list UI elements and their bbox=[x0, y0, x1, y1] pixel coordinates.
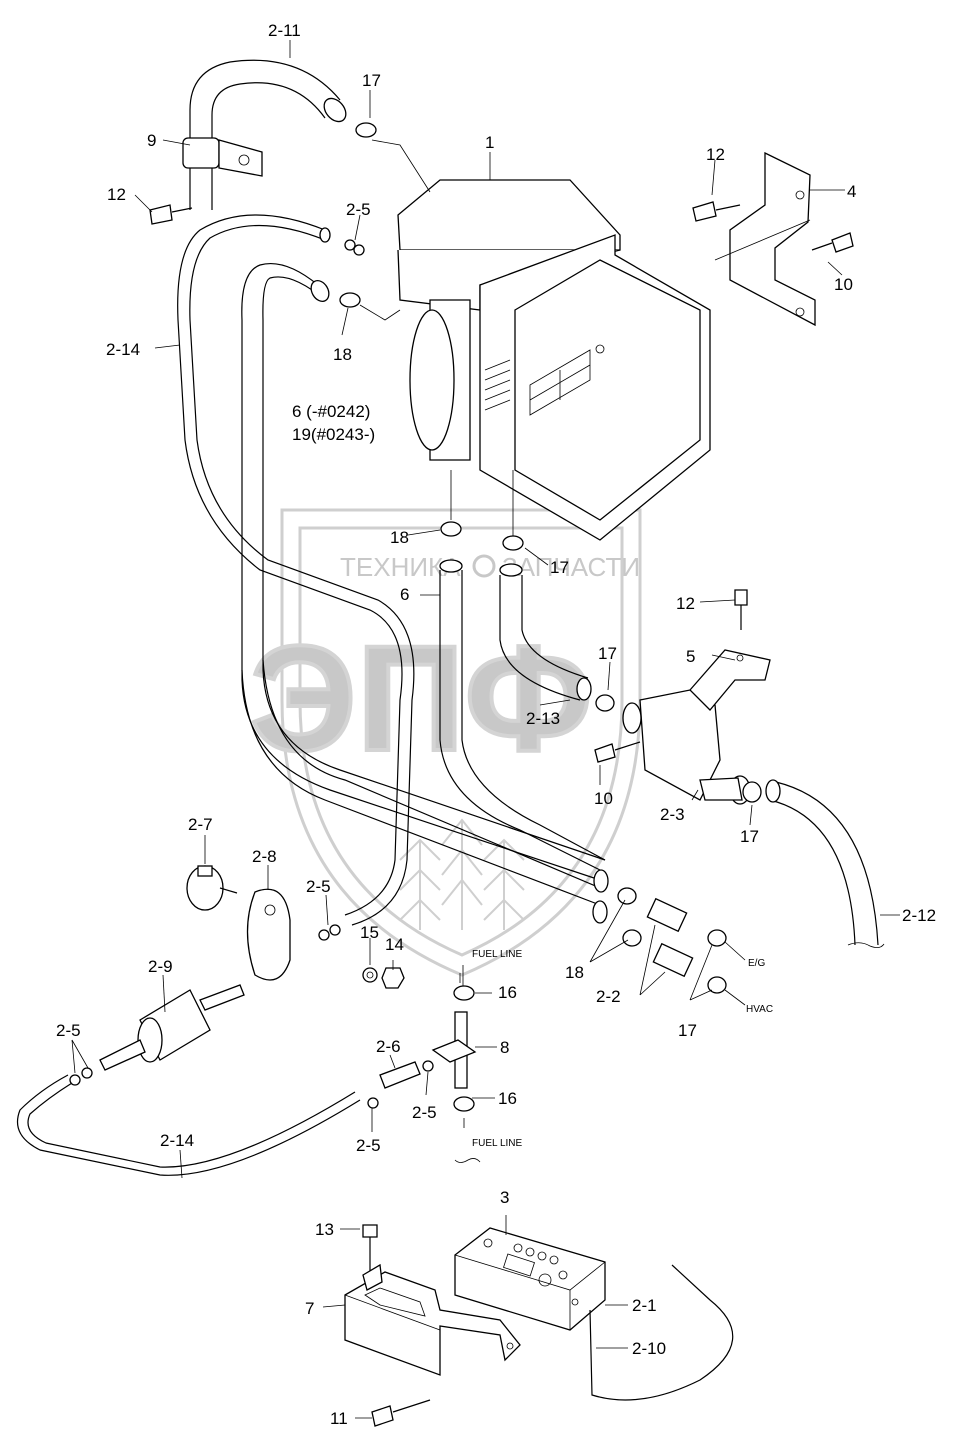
callout-12-mid: 12 bbox=[676, 594, 695, 613]
callout-13: 13 bbox=[315, 1220, 334, 1239]
callout-2-6: 2-6 bbox=[376, 1037, 401, 1056]
bracket-5 bbox=[689, 649, 771, 711]
hose-6-19-upper bbox=[241, 227, 609, 924]
hose-6-mid bbox=[439, 559, 606, 871]
callout-17-top: 17 bbox=[362, 71, 381, 90]
fuel-filter-2-9 bbox=[99, 984, 245, 1071]
watermark-wheat-icon bbox=[399, 818, 525, 930]
callout-2-3: 2-3 bbox=[660, 805, 685, 824]
fuel-line-2-14-lower bbox=[16, 1074, 361, 1176]
callout-2-5-left: 2-5 bbox=[56, 1021, 81, 1040]
callout-17-low: 17 bbox=[740, 827, 759, 846]
callout-2-5-low1: 2-5 bbox=[412, 1103, 437, 1122]
callout-4: 4 bbox=[847, 182, 856, 201]
callout-10-right: 10 bbox=[834, 275, 853, 294]
callout-2-13: 2-13 bbox=[526, 709, 560, 728]
leader-lines bbox=[71, 40, 900, 1419]
hose-2-14-upper bbox=[177, 214, 415, 926]
controller-2-1 bbox=[454, 1227, 606, 1331]
callout-12-right: 12 bbox=[706, 145, 725, 164]
callout-6-mid: 6 bbox=[400, 585, 409, 604]
callout-15: 15 bbox=[360, 923, 379, 942]
callout-9: 9 bbox=[147, 131, 156, 150]
callout-11: 11 bbox=[330, 1409, 348, 1428]
fuel-line-top-label: FUEL LINE bbox=[472, 949, 523, 960]
callout-14: 14 bbox=[385, 935, 404, 954]
watermark-logo-text: ЭПФ bbox=[250, 614, 593, 782]
clamps bbox=[69, 122, 762, 1112]
callout-17-clamp: 17 bbox=[598, 644, 617, 663]
bracket-9 bbox=[182, 137, 263, 177]
callout-2-2: 2-2 bbox=[596, 987, 621, 1006]
callout-2-11: 2-11 bbox=[268, 21, 301, 40]
callout-2-9: 2-9 bbox=[148, 957, 173, 976]
callout-2-7: 2-7 bbox=[188, 815, 213, 834]
watermark-right-text: ЗАПЧАСТИ bbox=[502, 552, 640, 582]
callout-18-low: 18 bbox=[565, 963, 584, 982]
callout-16-bottom: 16 bbox=[498, 1089, 517, 1108]
bracket-7 bbox=[344, 1263, 521, 1376]
callout-2-12: 2-12 bbox=[902, 906, 936, 925]
line-labels: FUEL LINE FUEL LINE E/G HVAC bbox=[472, 949, 773, 1149]
callout-5: 5 bbox=[686, 647, 695, 666]
bracket-2-8 bbox=[246, 888, 291, 981]
callout-1: 1 bbox=[485, 133, 494, 152]
bolts bbox=[149, 201, 854, 1427]
t-connector-8 bbox=[431, 1011, 477, 1089]
hose-2-13 bbox=[499, 563, 592, 701]
hvac-label: HVAC bbox=[746, 1004, 773, 1015]
fuel-line-bottom-label: FUEL LINE bbox=[472, 1138, 523, 1149]
callout-labels: 2-11 17 1 9 12 2-5 12 4 10 2-14 18 6 (-#… bbox=[56, 21, 936, 1428]
fuel-pump-2-7 bbox=[186, 865, 238, 911]
callout-12-left: 12 bbox=[107, 185, 126, 204]
callout-2-14-left: 2-14 bbox=[106, 340, 140, 359]
gear-icon bbox=[472, 554, 496, 578]
callout-6-top: 6 (-#0242) bbox=[292, 402, 370, 421]
callout-2-8: 2-8 bbox=[252, 847, 277, 866]
callout-2-10: 2-10 bbox=[632, 1339, 666, 1358]
hose-2-11 bbox=[189, 59, 347, 210]
callout-2-1: 2-1 bbox=[632, 1296, 657, 1315]
callout-8: 8 bbox=[500, 1038, 509, 1057]
callout-2-14-bottom: 2-14 bbox=[160, 1131, 194, 1150]
coolant-pump-2-3 bbox=[622, 689, 751, 805]
callout-17-mid: 17 bbox=[550, 558, 569, 577]
callout-2-5-mid: 2-5 bbox=[306, 877, 331, 896]
eg-label: E/G bbox=[748, 958, 765, 969]
controller-cable-2-10 bbox=[589, 1264, 734, 1401]
heater-unit bbox=[397, 179, 711, 541]
callout-2-5-top: 2-5 bbox=[346, 200, 371, 219]
hose-2-12 bbox=[765, 779, 885, 948]
callout-10-low: 10 bbox=[594, 789, 613, 808]
callout-17-bottom: 17 bbox=[678, 1021, 697, 1040]
callout-19: 19(#0243-) bbox=[292, 425, 375, 444]
watermark: ТЕХНИКА ЗАПЧАСТИ ЭПФ bbox=[248, 508, 642, 977]
callout-18-mid: 18 bbox=[390, 528, 409, 547]
fuel-line-2-6 bbox=[379, 1061, 421, 1089]
bracket-4 bbox=[729, 151, 816, 327]
callout-7: 7 bbox=[305, 1299, 314, 1318]
callout-18-top: 18 bbox=[333, 345, 352, 364]
callout-2-5-low2: 2-5 bbox=[356, 1136, 381, 1155]
callout-3: 3 bbox=[500, 1188, 509, 1207]
callout-16-top: 16 bbox=[498, 983, 517, 1002]
